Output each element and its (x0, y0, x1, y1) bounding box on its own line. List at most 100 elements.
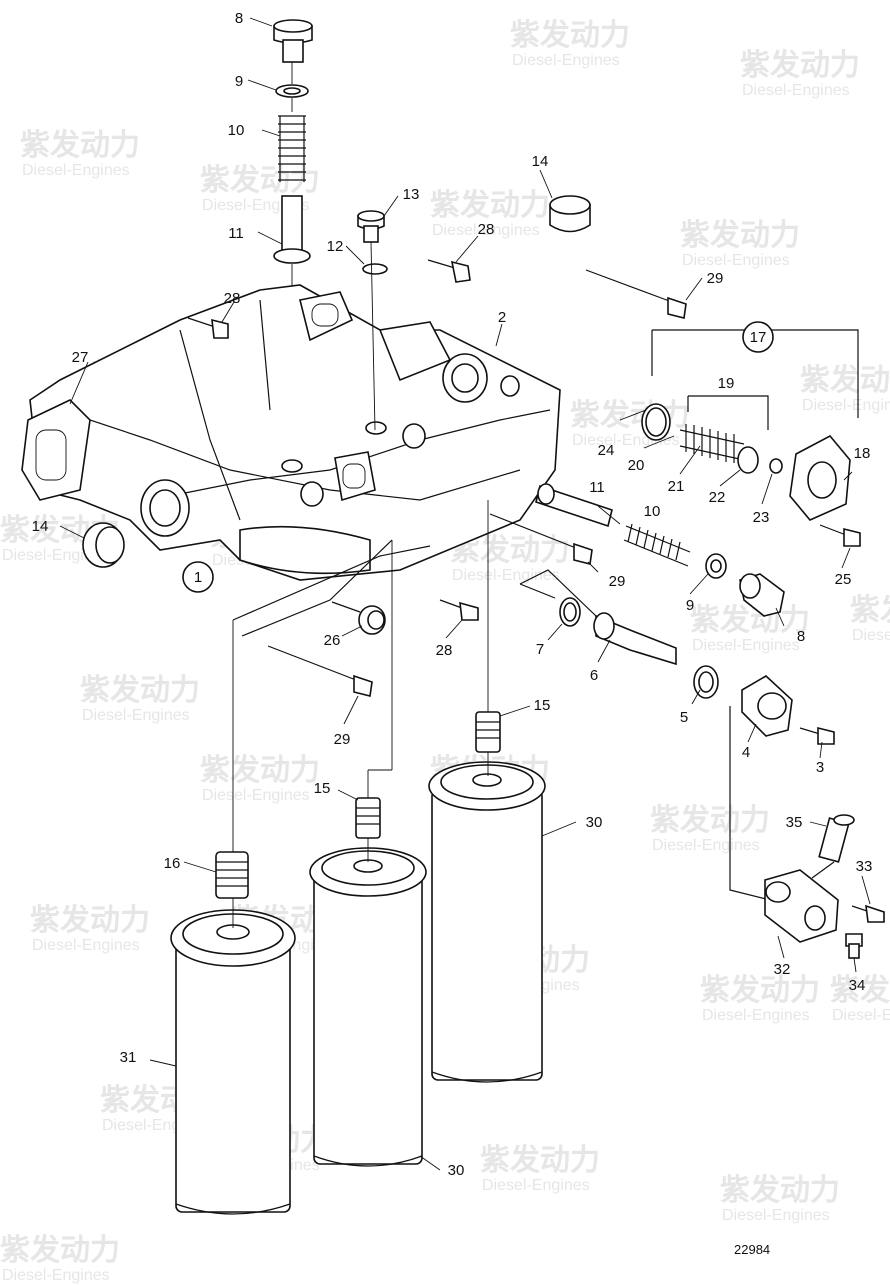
callout-27: 27 (72, 349, 89, 366)
plug-13-washer-12 (357, 210, 388, 431)
callout-11-right: 11 (589, 479, 605, 496)
callout-4: 4 (742, 744, 750, 761)
callout-labels: 1 2 3 4 5 6 7 8 8 9 9 10 10 11 11 12 13 … (32, 10, 873, 1179)
svg-text:Diesel-Engines: Diesel-Engines (702, 1007, 810, 1024)
svg-text:Diesel-Engines: Diesel-Engines (32, 937, 140, 954)
oil-filters (170, 500, 546, 1215)
svg-text:Diesel-Engines: Diesel-Engines (802, 397, 890, 414)
callout-21: 21 (668, 478, 685, 495)
callout-7: 7 (536, 641, 544, 658)
callout-14-left: 14 (32, 518, 49, 535)
callout-26: 26 (324, 632, 341, 649)
callout-20: 20 (628, 457, 645, 474)
callout-circle-17 (742, 321, 774, 353)
callout-22: 22 (709, 489, 726, 506)
callout-3: 3 (816, 759, 824, 776)
callout-16: 16 (164, 855, 181, 872)
bypass-valve-assembly (641, 329, 859, 521)
svg-text:紫发动力: 紫发动力 (850, 593, 890, 628)
svg-text:Diesel-Engines: Diesel-Engines (432, 222, 540, 239)
svg-text:Diesel-Engines: Diesel-Engines (452, 567, 560, 584)
callout-28-bottom: 28 (436, 642, 453, 659)
svg-text:紫发动力: 紫发动力 (570, 398, 690, 433)
svg-text:紫发动力: 紫发动力 (430, 188, 550, 223)
svg-text:紫发动力: 紫发动力 (80, 673, 200, 708)
callout-17: 17 (750, 329, 767, 346)
svg-text:Diesel-Engines: Diesel-Engines (722, 1207, 830, 1224)
callout-29-mid: 29 (609, 573, 626, 590)
svg-text:Diesel-Engines: Diesel-Engines (692, 637, 800, 654)
svg-text:紫发动力: 紫发动力 (20, 128, 140, 163)
svg-text:紫发动力: 紫发动力 (720, 1173, 840, 1208)
svg-text:紫发动力: 紫发动力 (800, 363, 890, 398)
bolts (187, 259, 861, 745)
relief-valve-right (535, 483, 785, 617)
valve-6-assembly (519, 569, 793, 737)
svg-text:Diesel-Engines: Diesel-Engines (852, 627, 890, 644)
callout-28-top: 28 (478, 221, 495, 238)
callout-10-right: 10 (644, 503, 661, 520)
svg-text:紫发动力: 紫发动力 (510, 18, 630, 53)
svg-text:紫发动力: 紫发动力 (30, 903, 150, 938)
svg-text:Diesel-Engines: Diesel-Engines (652, 837, 760, 854)
callout-29-bottom: 29 (334, 731, 351, 748)
callout-circle-1 (182, 561, 214, 593)
callout-9-top: 9 (235, 73, 243, 90)
svg-text:Diesel-Engines: Diesel-Engines (742, 82, 850, 99)
sealing-caps (82, 195, 591, 568)
svg-text:紫发动力: 紫发动力 (830, 973, 890, 1008)
callout-12: 12 (327, 238, 344, 255)
oil-filter-housing-line-art (21, 19, 885, 1215)
callout-34: 34 (849, 977, 866, 994)
svg-text:Diesel-Engines: Diesel-Engines (512, 52, 620, 69)
svg-text:紫发动力: 紫发动力 (690, 603, 810, 638)
callout-30-bottom: 30 (448, 1162, 465, 1179)
callout-8-top: 8 (235, 10, 243, 27)
callout-25: 25 (835, 571, 852, 588)
callout-8-right: 8 (797, 628, 805, 645)
callout-32: 32 (774, 961, 791, 978)
leader-lines (59, 17, 871, 1171)
callout-18: 18 (854, 445, 871, 462)
svg-text:紫发动力: 紫发动力 (740, 48, 860, 83)
callout-13: 13 (403, 186, 420, 203)
callout-11-top: 11 (228, 225, 244, 242)
svg-text:紫发动力: 紫发动力 (480, 1143, 600, 1178)
svg-text:Diesel-Engines: Diesel-Engines (2, 1267, 110, 1284)
bushing-26 (331, 601, 386, 635)
callout-24: 24 (598, 442, 615, 459)
drawing-number: 22984 (734, 1242, 770, 1257)
callout-28-left: 28 (224, 290, 241, 307)
svg-text:Diesel-Engines: Diesel-Engines (682, 252, 790, 269)
callout-6: 6 (590, 667, 598, 684)
callout-15-right: 15 (534, 697, 551, 714)
svg-text:紫发动力: 紫发动力 (680, 218, 800, 253)
callout-19: 19 (718, 375, 735, 392)
svg-text:Diesel-Engines: Diesel-Engines (2, 547, 110, 564)
callout-15-mid: 15 (314, 780, 331, 797)
svg-text:紫发动力: 紫发动力 (0, 1233, 120, 1268)
svg-text:Diesel-Engines: Diesel-Engines (202, 787, 310, 804)
sensor-block (729, 706, 885, 959)
callout-29-top: 29 (707, 270, 724, 287)
svg-text:紫发动力: 紫发动力 (200, 753, 320, 788)
callout-10-top: 10 (228, 122, 245, 139)
callout-9-right: 9 (686, 597, 694, 614)
